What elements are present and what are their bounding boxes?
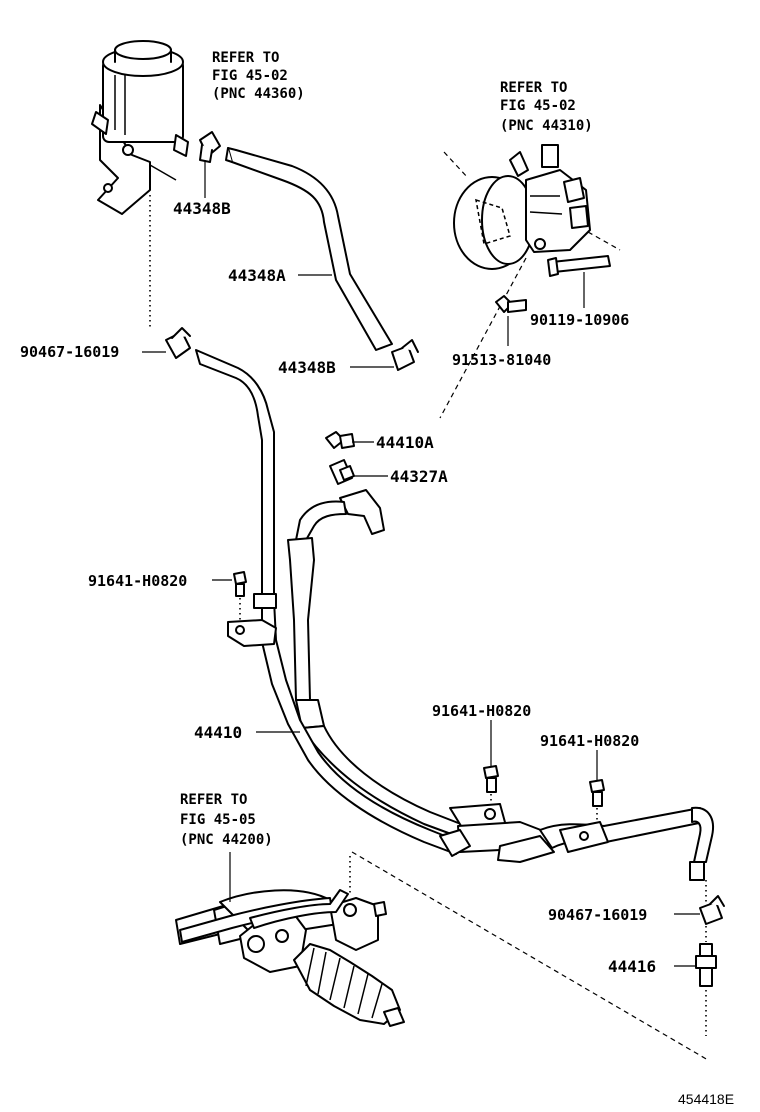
bolt-icon (547, 255, 611, 277)
clamp-icon (329, 459, 355, 485)
svg-text:(PNC 44360): (PNC 44360) (212, 86, 305, 102)
label-hose-upper: 44348A (228, 266, 286, 285)
clamp-icon (699, 895, 725, 925)
label-union-bolt: 44410A (376, 433, 434, 452)
label-clamp-upper: 44348B (173, 199, 231, 218)
svg-text:REFER TO: REFER TO (500, 80, 567, 96)
svg-text:(PNC 44310): (PNC 44310) (500, 118, 593, 134)
tube-assembly-icon (227, 489, 714, 881)
svg-text:FIG 45-02: FIG 45-02 (212, 68, 288, 84)
label-tube-assembly: 44410 (194, 723, 242, 742)
label-bolt-mid: 91641-H0820 (432, 702, 531, 720)
illustration-id: 454418E (678, 1091, 734, 1107)
bolt-icon (325, 431, 355, 449)
steering-gear-icon (175, 889, 405, 1027)
hose-icon (195, 349, 275, 601)
bolt-icon (495, 295, 527, 313)
bolt-icon (589, 779, 605, 807)
svg-text:REFER TO: REFER TO (180, 792, 247, 808)
label-gasket: 44327A (390, 467, 448, 486)
label-clamp-left: 90467-16019 (20, 343, 119, 361)
clamp-icon (165, 327, 191, 359)
bolt-icon (233, 571, 247, 597)
pump-reference: REFER TO FIG 45-02 (PNC 44310) (500, 80, 593, 134)
label-union: 44416 (608, 957, 656, 976)
hose-icon (225, 147, 393, 351)
label-clamp-lower: 44348B (278, 358, 336, 377)
clamp-icon (199, 131, 221, 163)
reservoir-icon (91, 40, 189, 215)
svg-text:(PNC 44200): (PNC 44200) (180, 832, 273, 848)
gear-reference: REFER TO FIG 45-05 (PNC 44200) (180, 792, 273, 848)
pump-icon (453, 144, 591, 270)
label-pump-stud: 91513-81040 (452, 351, 551, 369)
svg-text:REFER TO: REFER TO (212, 50, 279, 66)
reservoir-reference: REFER TO FIG 45-02 (PNC 44360) (212, 50, 305, 102)
label-pump-bolt: 90119-10906 (530, 311, 629, 329)
svg-text:FIG 45-05: FIG 45-05 (180, 812, 256, 828)
bolt-icon (483, 765, 499, 793)
svg-text:FIG 45-02: FIG 45-02 (500, 98, 576, 114)
label-clamp-right: 90467-16019 (548, 906, 647, 924)
label-bolt-right: 91641-H0820 (540, 732, 639, 750)
bolt-icon (695, 943, 717, 987)
label-bolt-left: 91641-H0820 (88, 572, 187, 590)
clamp-icon (391, 339, 419, 371)
